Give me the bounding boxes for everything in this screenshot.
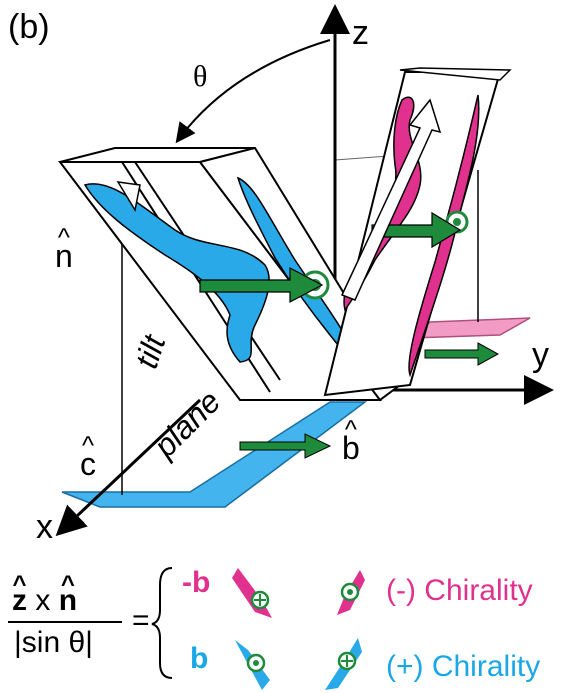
hollow-arrow-left [116, 181, 141, 213]
c-vector-label: c [80, 448, 96, 480]
molecule-cyan-1 [83, 183, 270, 363]
negative-sign: -b [182, 566, 211, 599]
n-vector-label: n [55, 240, 73, 272]
formula-numerator: z x n [12, 586, 77, 616]
theta-label: θ [193, 60, 208, 93]
formula-denominator: |sin θ| [14, 626, 93, 659]
positive-sign: b [190, 642, 209, 675]
y-arrow [424, 342, 500, 366]
polarization-arrow-1 [199, 267, 324, 303]
theta-arc [175, 39, 331, 144]
hollow-arrow [340, 98, 442, 301]
brace [151, 567, 173, 679]
z-axis-label: z [352, 14, 369, 52]
b-arrow [239, 433, 332, 459]
positive-chirality-label: (+) Chirality [386, 650, 541, 683]
formula-equals: = [132, 604, 150, 637]
negative-chirality-label: (-) Chirality [386, 574, 533, 607]
x-axis [55, 398, 202, 537]
floor-cyan [61, 401, 368, 508]
y-axis-label: y [532, 336, 549, 374]
x-axis-label: x [36, 508, 53, 546]
panel-label: (b) [8, 8, 50, 46]
b-vector-label: b [342, 432, 360, 464]
